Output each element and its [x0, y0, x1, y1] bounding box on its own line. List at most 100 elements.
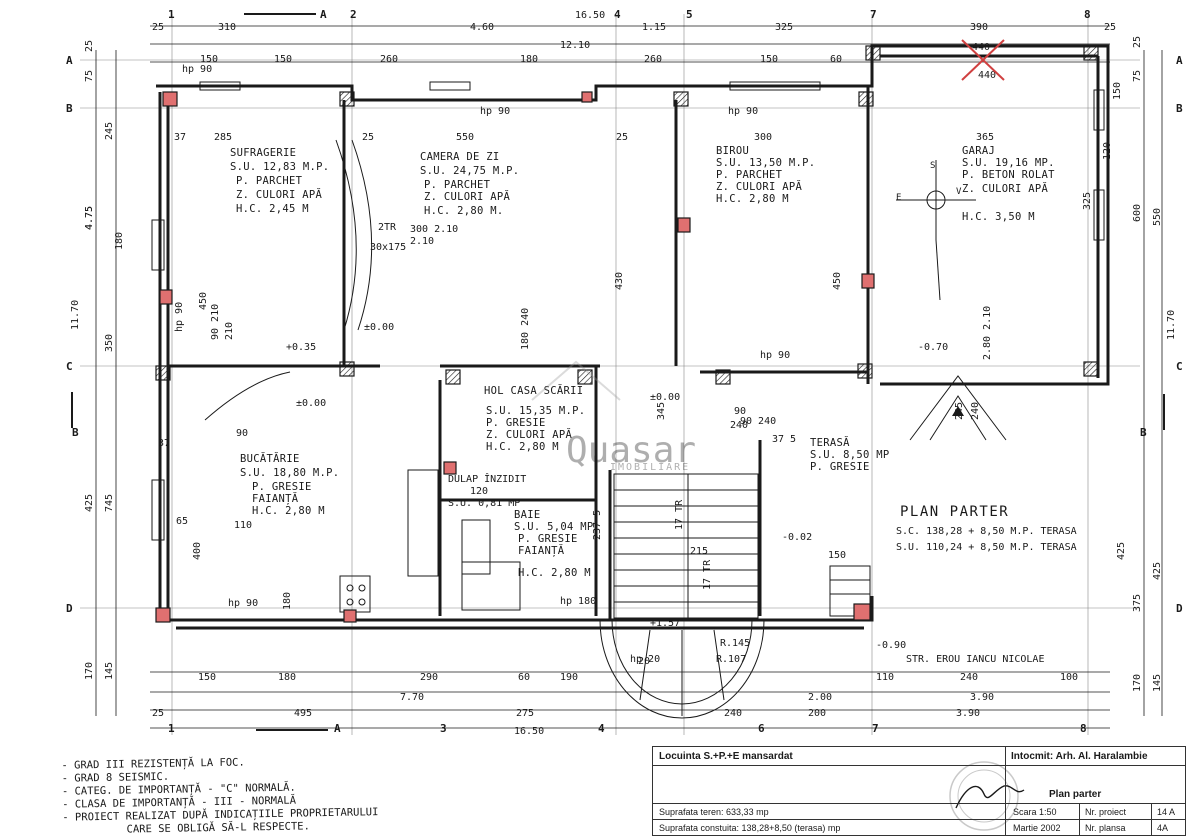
watermark: Quasar IMOBILIARE [531, 360, 696, 473]
section-mark-bottom: A [334, 722, 341, 735]
axis-top-1: 1 [168, 8, 175, 21]
svg-text:A: A [66, 54, 73, 67]
svg-text:P. GRESIE: P. GRESIE [252, 481, 312, 493]
svg-text:345: 345 [656, 402, 667, 420]
svg-text:4.75: 4.75 [84, 206, 95, 230]
svg-text:R.145: R.145 [720, 638, 750, 649]
sheet-number-label: Nr. plansa [1085, 823, 1126, 833]
svg-text:S.U. 15,35 M.P.: S.U. 15,35 M.P. [486, 405, 585, 417]
svg-text:30x175: 30x175 [370, 242, 406, 253]
scale: Scara 1:50 [1013, 807, 1057, 817]
svg-text:25: 25 [152, 708, 164, 719]
svg-text:300: 300 [754, 132, 772, 143]
general-notes: - GRAD III REZISTENȚĂ LA FOC. - GRAD 8 S… [61, 752, 482, 837]
svg-text:240: 240 [730, 420, 748, 431]
svg-text:745: 745 [104, 494, 115, 512]
svg-text:20: 20 [638, 656, 650, 667]
svg-text:BUCĂTĂRIE: BUCĂTĂRIE [240, 452, 300, 465]
plan-sc: S.C. 138,28 + 8,50 M.P. TERASA [896, 526, 1077, 537]
svg-text:60: 60 [830, 54, 842, 65]
svg-text:180: 180 [520, 54, 538, 65]
svg-text:-0.02: -0.02 [782, 532, 812, 543]
svg-text:450: 450 [832, 272, 843, 290]
svg-text:P. GRESIE: P. GRESIE [486, 417, 546, 429]
axis-top-8: 8 [1084, 8, 1091, 21]
built-area: Suprafata constuita: 138,28+8,50 (terasa… [659, 823, 841, 833]
svg-text:200: 200 [808, 708, 826, 719]
svg-text:325: 325 [775, 22, 793, 33]
svg-text:P. GRESIE: P. GRESIE [518, 533, 578, 545]
svg-text:25: 25 [84, 40, 95, 52]
svg-text:S.U. 19,16 MP.: S.U. 19,16 MP. [962, 157, 1055, 169]
section-arrows [71, 13, 1165, 731]
svg-text:FAIANȚĂ: FAIANȚĂ [518, 544, 565, 557]
svg-text:GARAJ: GARAJ [962, 145, 995, 157]
room-terasa: TERASĂ S.U. 8,50 MP P. GRESIE [810, 436, 889, 473]
signature-icon [955, 785, 1025, 809]
dims-right: 75 25 150 120 325 600 550 11.70 425 375 … [1082, 36, 1177, 692]
svg-text:4.60: 4.60 [470, 22, 494, 33]
svg-text:3.90: 3.90 [956, 708, 980, 719]
svg-text:+0.35: +0.35 [286, 342, 316, 353]
svg-text:240: 240 [724, 708, 742, 719]
axis-top-7: 7 [870, 8, 877, 21]
svg-text:145: 145 [1152, 674, 1163, 692]
svg-text:170: 170 [1132, 674, 1143, 692]
svg-text:90 210: 90 210 [210, 304, 221, 340]
svg-text:P. PARCHET: P. PARCHET [716, 169, 783, 181]
dimension-lines [95, 25, 1163, 729]
staircase [599, 473, 765, 719]
svg-text:hp 90: hp 90 [228, 598, 258, 609]
svg-text:37: 37 [158, 438, 170, 449]
svg-text:hp 90: hp 90 [174, 302, 185, 332]
svg-text:2.10: 2.10 [410, 236, 434, 247]
svg-text:Quasar: Quasar [566, 430, 696, 471]
curved-wall [335, 139, 357, 331]
svg-text:170: 170 [84, 662, 95, 680]
room-dulap: DULAP ÎNZIDIT S.U. 0,81 MP 120 [448, 472, 526, 509]
svg-text:215: 215 [690, 546, 708, 557]
north-arrow-icon [952, 406, 964, 416]
svg-text:P. PARCHET: P. PARCHET [236, 175, 303, 187]
svg-text:Z. CULORI APĂ: Z. CULORI APĂ [716, 180, 802, 193]
svg-text:495: 495 [294, 708, 312, 719]
svg-text:12.10: 12.10 [560, 40, 590, 51]
svg-text:300 2.10: 300 2.10 [410, 224, 458, 235]
svg-text:TERASĂ: TERASĂ [810, 436, 850, 449]
svg-text:290: 290 [420, 672, 438, 683]
svg-text:25: 25 [1132, 36, 1143, 48]
svg-text:390: 390 [970, 22, 988, 33]
room-garaj: GARAJ S.U. 19,16 MP. P. BETON ROLAT Z. C… [962, 145, 1055, 223]
svg-text:145: 145 [104, 662, 115, 680]
svg-text:P. PARCHET: P. PARCHET [424, 179, 491, 191]
svg-text:-0.70: -0.70 [918, 342, 948, 353]
svg-text:S.U. 13,50 M.P.: S.U. 13,50 M.P. [716, 157, 815, 169]
svg-text:150: 150 [274, 54, 292, 65]
svg-text:2.80 2.10: 2.80 2.10 [982, 306, 993, 360]
axis-top-4: 4 [614, 8, 621, 21]
svg-text:25: 25 [152, 22, 164, 33]
room-birou: BIROU S.U. 13,50 M.P. P. PARCHET Z. CULO… [716, 145, 815, 205]
svg-text:H.C. 2,80 M: H.C. 2,80 M [716, 193, 789, 205]
kitchen-fixtures [339, 469, 521, 613]
svg-text:325: 325 [1082, 192, 1093, 210]
svg-text:hp 90: hp 90 [760, 350, 790, 361]
axis-bottom-7: 7 [872, 722, 879, 735]
plan-su: S.U. 110,24 + 8,50 M.P. TERASA [896, 542, 1077, 553]
entry-canopy [829, 375, 1007, 617]
svg-text:hp 90: hp 90 [480, 106, 510, 117]
axis-bottom-3: 3 [440, 722, 447, 735]
svg-text:180: 180 [114, 232, 125, 250]
columns [155, 45, 1099, 623]
svg-text:3.90: 3.90 [970, 692, 994, 703]
svg-text:210: 210 [224, 322, 235, 340]
svg-text:B: B [1140, 426, 1147, 439]
svg-text:240: 240 [970, 402, 981, 420]
land-area: Suprafata teren: 633,33 mp [659, 807, 769, 817]
svg-text:90: 90 [236, 428, 248, 439]
axis-numbers-top: 1 2 4 5 7 8 A [168, 8, 1091, 21]
svg-text:350: 350 [104, 334, 115, 352]
svg-text:BIROU: BIROU [716, 145, 749, 157]
svg-text:65: 65 [176, 516, 188, 527]
svg-text:2TR: 2TR [378, 222, 397, 233]
